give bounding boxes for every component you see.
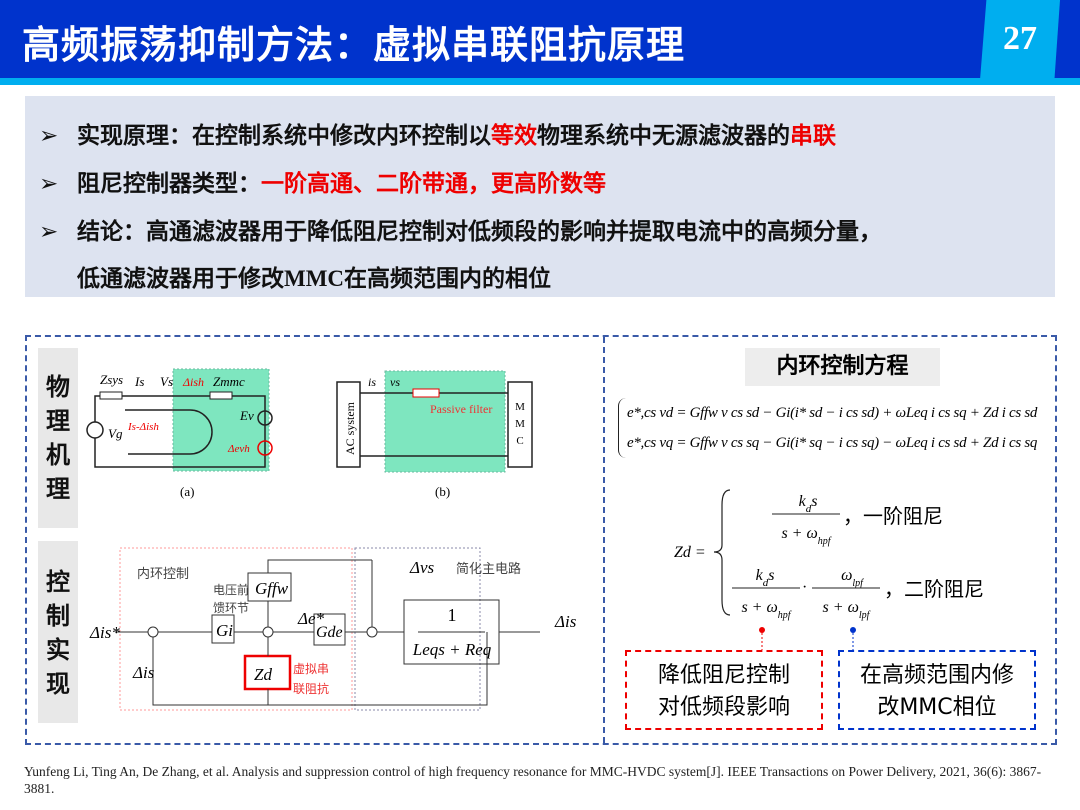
zd-equation: Zd = kds s + ωhpf kds s + ωhpf · ωlpf s … (674, 489, 880, 650)
circuit-figure-b: AC system is vs Passive filter M M C (b) (336, 370, 533, 499)
bullet-principle: ➢实现原理：在控制系统中修改内环控制以等效物理系统中无源滤波器的串联 (39, 123, 836, 149)
svg-text:AC system: AC system (343, 401, 357, 455)
svg-text:(a): (a) (180, 484, 194, 499)
svg-text:Passive filter: Passive filter (430, 402, 492, 416)
note-low-frequency: 降低阻尼控制对低频段影响 (625, 650, 823, 730)
svg-text:kds: kds (799, 493, 818, 515)
frame-divider (603, 337, 605, 743)
page-number-box: 27 (980, 0, 1060, 80)
bullet-panel: ➢实现原理：在控制系统中修改内环控制以等效物理系统中无源滤波器的串联 ➢阻尼控制… (25, 96, 1055, 297)
svg-text:C: C (516, 435, 523, 447)
equation-title: 内环控制方程 (745, 348, 940, 386)
bullet-conclusion-cont: 低通滤波器用于修改MMC在高频范围内的相位 (77, 266, 552, 292)
svg-text:联阻抗: 联阻抗 (293, 681, 329, 696)
svg-text:M: M (515, 418, 525, 430)
label-control: 控制实现 (38, 541, 78, 723)
equation-d: e*,cs vd = Gffw v cs sd − Gi(i* sd − i c… (627, 405, 1038, 421)
svg-text:Leqs + Req: Leqs + Req (412, 640, 492, 659)
bullet-conclusion: ➢结论：高通滤波器用于降低阻尼控制对低频段的影响并提取电流中的高频分量， (39, 219, 882, 245)
circuit-figure-a: Zsys Is Vs Δish Zmmc Vg Is-Δish Ev Δevh … (86, 368, 273, 499)
svg-text:s + ωhpf: s + ωhpf (741, 599, 791, 621)
svg-text:内环控制: 内环控制 (137, 566, 189, 581)
second-order-label: ，二阶阻尼 (884, 577, 984, 601)
svg-text:Zd: Zd (254, 665, 272, 684)
bullet-types: ➢阻尼控制器类型：一阶高通、二阶带通，更高阶数等 (39, 171, 606, 197)
control-block-diagram (115, 547, 540, 711)
title-bar (0, 0, 1080, 78)
svg-text:Δvs: Δvs (409, 558, 435, 577)
svg-text:Zsys: Zsys (100, 372, 123, 387)
svg-text:Gde: Gde (316, 624, 343, 641)
svg-text:Gffw: Gffw (255, 579, 289, 598)
svg-text:Zmmc: Zmmc (213, 374, 245, 389)
label-physical: 物理机理 (38, 348, 78, 528)
control-labels: 内环控制 电压前 馈环节 简化主电路 虚拟串 联阻抗 Gffw Gi Gde Z… (89, 558, 577, 696)
svg-text:馈环节: 馈环节 (213, 601, 249, 615)
svg-text:M: M (515, 401, 525, 413)
svg-text:·: · (802, 579, 807, 596)
svg-text:Δis*: Δis* (89, 623, 120, 642)
arrow-bullet-icon: ➢ (39, 219, 59, 245)
svg-text:Gi: Gi (216, 621, 233, 640)
page-number: 27 (1003, 20, 1037, 57)
arrow-bullet-icon: ➢ (39, 171, 59, 197)
title-stripe (0, 78, 1080, 85)
svg-text:vs: vs (390, 375, 400, 389)
svg-text:Ev: Ev (239, 408, 254, 423)
svg-text:电压前: 电压前 (213, 582, 249, 597)
svg-text:Δevh: Δevh (227, 443, 250, 455)
equation-q: e*,cs vq = Gffw v cs sq − Gi(i* sq − i c… (627, 435, 1038, 451)
arrow-bullet-icon: ➢ (39, 123, 59, 149)
svg-text:Vs: Vs (160, 374, 173, 389)
svg-text:Vg: Vg (108, 426, 123, 441)
svg-text:Zd =: Zd = (674, 544, 706, 561)
svg-text:虚拟串: 虚拟串 (293, 662, 329, 676)
svg-text:(b): (b) (435, 484, 450, 499)
svg-text:is: is (368, 375, 376, 389)
svg-text:Δis: Δis (554, 612, 577, 631)
note-high-frequency: 在高频范围内修改MMC相位 (838, 650, 1036, 730)
citation: Yunfeng Li, Ting An, De Zhang, et al. An… (24, 764, 1042, 796)
slide-title: 高频振荡抑制方法：虚拟串联阻抗原理 (22, 23, 686, 67)
inner-loop-equations: e*,cs vd = Gffw v cs sd − Gi(i* sd − i c… (618, 398, 1048, 458)
svg-text:kds: kds (756, 567, 775, 589)
svg-text:Δis: Δis (132, 663, 155, 682)
svg-text:Is: Is (134, 374, 144, 389)
svg-text:s + ωlpf: s + ωlpf (823, 599, 871, 621)
svg-text:ωlpf: ωlpf (841, 567, 864, 589)
svg-text:s + ωhpf: s + ωhpf (781, 525, 831, 547)
svg-text:1: 1 (448, 605, 457, 625)
svg-text:Is-Δish: Is-Δish (127, 421, 159, 433)
content-frame (25, 335, 1057, 745)
first-order-label: ，一阶阻尼 (843, 504, 943, 528)
svg-text:Δish: Δish (182, 375, 204, 389)
svg-text:简化主电路: 简化主电路 (456, 561, 521, 576)
svg-text:Δe*: Δe* (297, 609, 325, 628)
